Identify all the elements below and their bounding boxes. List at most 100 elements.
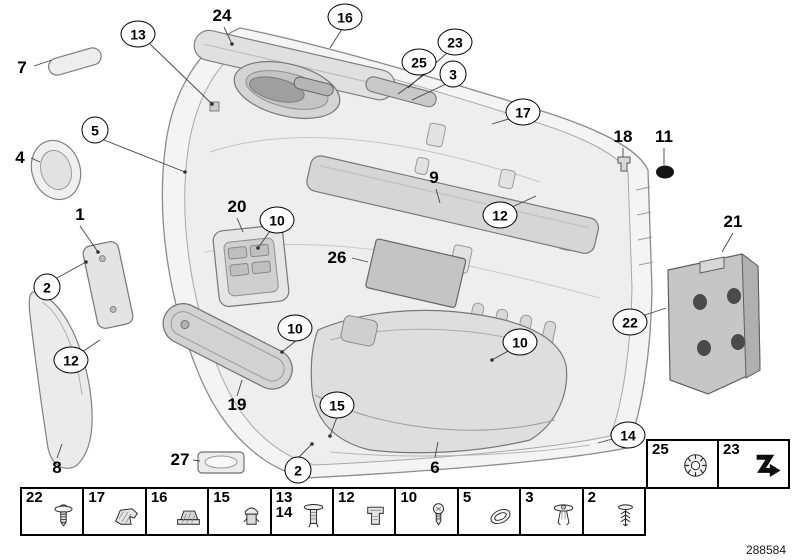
callout-14[interactable]: 14 xyxy=(610,421,646,449)
legend-part-number: 23 xyxy=(723,441,740,458)
fir-tree-clip-icon xyxy=(610,501,641,532)
speaker-cover xyxy=(30,139,82,201)
callout-24[interactable]: 24 xyxy=(212,6,232,25)
callout-25[interactable]: 25 xyxy=(401,48,437,76)
leader-lines xyxy=(30,26,734,462)
callout-18[interactable]: 18 xyxy=(613,127,633,146)
callout-27[interactable]: 27 xyxy=(170,450,190,469)
legend-part-number: 14 xyxy=(275,504,293,522)
callout-20[interactable]: 20 xyxy=(227,197,247,216)
window-switch-panel xyxy=(212,224,290,308)
legend-part-number: 5 xyxy=(462,489,472,506)
courtesy-lamp xyxy=(197,451,245,474)
legend-cell-25[interactable]: 25 xyxy=(648,441,719,487)
legend-cell-10[interactable]: 10 xyxy=(396,489,459,534)
legend-cell-labels: 12 xyxy=(338,489,355,506)
callout-10[interactable]: 10 xyxy=(277,314,313,342)
legend-cell-labels: 15 xyxy=(213,489,230,506)
legend-part-number: 3 xyxy=(525,489,534,506)
legend-part-number: 10 xyxy=(400,489,418,506)
plug-icon xyxy=(656,165,674,179)
legend-part-number: 25 xyxy=(652,441,669,458)
door-pull-handle xyxy=(162,303,293,390)
callout-22[interactable]: 22 xyxy=(612,308,648,336)
callout-6[interactable]: 6 xyxy=(430,458,440,477)
legend-cell-labels: 16 xyxy=(150,489,168,506)
expanding-rivet-icon xyxy=(298,501,329,532)
callout-1[interactable]: 1 xyxy=(75,205,85,224)
legend-cell-labels: 5 xyxy=(462,489,472,506)
carrier-bracket xyxy=(82,241,134,329)
legend-cell-labels: 10 xyxy=(400,489,418,506)
callout-16[interactable]: 16 xyxy=(327,3,363,31)
callout-12[interactable]: 12 xyxy=(482,201,518,229)
legend-cell-12[interactable]: 12 xyxy=(334,489,397,534)
legend-cell-labels: 22 xyxy=(26,489,43,506)
legend-part-number: 12 xyxy=(338,489,355,506)
callout-4[interactable]: 4 xyxy=(15,148,25,167)
callout-12[interactable]: 12 xyxy=(53,346,89,374)
expanding-nut-icon xyxy=(236,501,267,532)
direction-arrow-icon xyxy=(750,449,783,482)
callout-17[interactable]: 17 xyxy=(505,98,541,126)
side-legend-cells: 25 23 xyxy=(646,439,790,489)
legend-cell-labels: 23 xyxy=(723,441,740,458)
legend-part-number: 13 xyxy=(275,489,293,506)
clip-icon xyxy=(617,156,631,172)
callout-8[interactable]: 8 xyxy=(52,458,62,477)
pull-trim-strip xyxy=(28,291,93,469)
support-bracket xyxy=(667,252,761,395)
leader-dots xyxy=(84,42,494,446)
callout-3[interactable]: 3 xyxy=(439,60,467,88)
legend-cell-labels: 17 xyxy=(88,489,106,506)
callout-13[interactable]: 13 xyxy=(120,20,156,48)
legend-cell-16[interactable]: 16 xyxy=(147,489,210,534)
legend-part-number: 15 xyxy=(213,489,230,506)
legend-cell-17[interactable]: 17 xyxy=(84,489,147,534)
legend-part-number: 16 xyxy=(150,489,168,506)
inner-door-handle xyxy=(233,60,341,120)
grommet-icon xyxy=(485,501,516,532)
callout-26[interactable]: 26 xyxy=(327,248,347,267)
screw-icon xyxy=(423,501,454,532)
lock-washer-icon xyxy=(679,449,712,482)
legend-cell-15[interactable]: 15 xyxy=(209,489,272,534)
legend-cell-labels: 2 xyxy=(587,489,596,506)
callout-5[interactable]: 5 xyxy=(81,116,109,144)
spring-clip-icon xyxy=(360,501,391,532)
callout-2[interactable]: 2 xyxy=(33,273,61,301)
legend-cell-labels: 25 xyxy=(652,441,669,458)
callout-2[interactable]: 2 xyxy=(284,456,312,484)
small-clip xyxy=(209,101,220,112)
callout-19[interactable]: 19 xyxy=(227,395,247,414)
mounting-clip-icon xyxy=(111,501,142,532)
legend-cell-23[interactable]: 23 xyxy=(719,441,788,487)
callout-10[interactable]: 10 xyxy=(502,328,538,356)
insert-panel xyxy=(365,238,467,308)
callout-21[interactable]: 21 xyxy=(723,212,743,231)
legend-cell-22[interactable]: 22 xyxy=(22,489,85,534)
callout-15[interactable]: 15 xyxy=(319,391,355,419)
legend-part-number: 17 xyxy=(88,489,106,506)
legend-part-number: 22 xyxy=(26,489,43,506)
legend-cell-3[interactable]: 3 xyxy=(521,489,584,534)
callout-7[interactable]: 7 xyxy=(17,58,27,77)
legend-part-number: 2 xyxy=(587,489,596,506)
callout-10[interactable]: 10 xyxy=(259,206,295,234)
trim-clip-icon xyxy=(173,501,204,532)
callout-11[interactable]: 11 xyxy=(655,127,673,146)
callout-9[interactable]: 9 xyxy=(429,168,439,187)
cover-cap xyxy=(47,47,102,76)
legend-cell-labels: 3 xyxy=(525,489,534,506)
diagram-number: 288584 xyxy=(745,543,786,557)
legend-cell-2[interactable]: 2 xyxy=(584,489,644,534)
push-rivet-icon xyxy=(548,501,579,532)
callout-23[interactable]: 23 xyxy=(437,28,473,56)
decor-strip xyxy=(306,155,600,254)
legend-cell-5[interactable]: 5 xyxy=(459,489,522,534)
